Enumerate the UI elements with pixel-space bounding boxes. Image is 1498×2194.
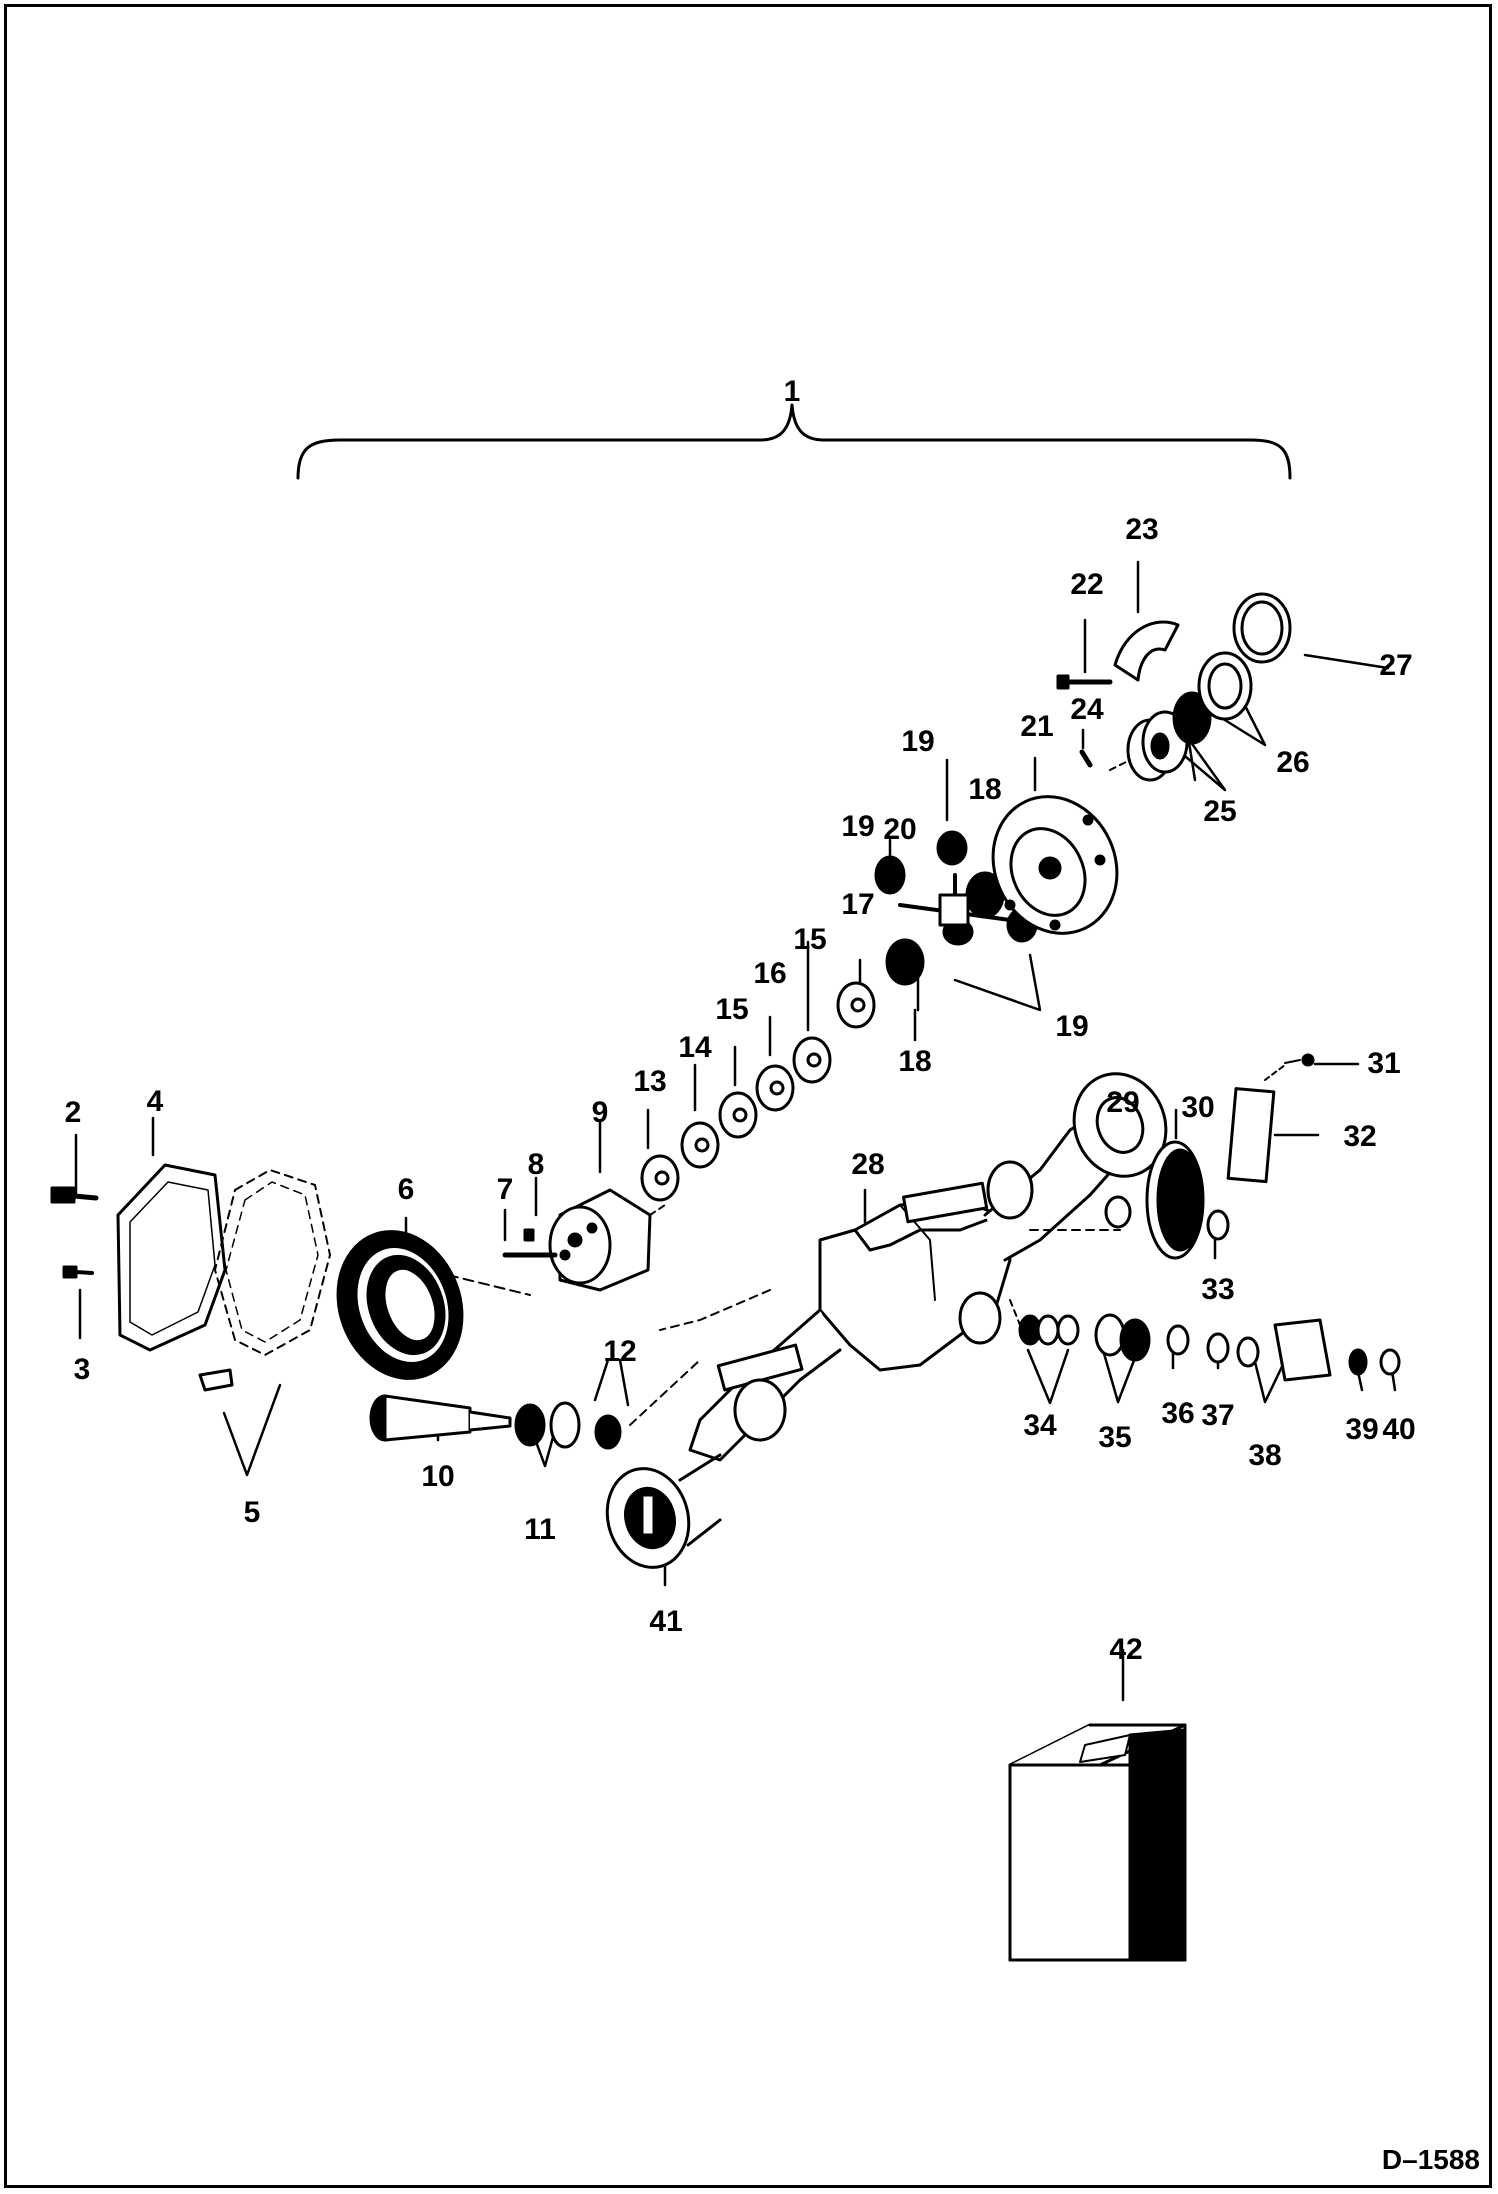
callout-3: 3 [73,1353,91,1386]
callout-36: 36 [1161,1397,1195,1430]
spider-gear-set [874,830,1038,986]
callout-40: 40 [1382,1413,1416,1446]
callout-18b: 18 [968,773,1002,806]
callout-16: 16 [753,957,787,990]
drawing-number: D–1588 [1381,2144,1480,2175]
output-gear-train [1009,1064,1401,1382]
callout-14: 14 [678,1031,712,1064]
callout-1: 1 [783,375,801,408]
callout-29: 29 [1106,1086,1140,1119]
callout-15b: 15 [793,923,827,956]
callout-18a: 18 [898,1045,932,1078]
callout-28: 28 [851,1148,885,1181]
ring-gear-shape [336,1230,531,1380]
callout-38: 38 [1248,1439,1282,1472]
callout-8: 8 [527,1148,545,1181]
callout-21: 21 [1020,710,1054,743]
callout-7: 7 [496,1173,514,1206]
callout-37: 37 [1201,1399,1235,1432]
drawing-border [4,4,1492,2188]
bearing-cap-shape [1056,620,1180,768]
case-half-shape [991,795,1119,935]
callout-30: 30 [1181,1091,1215,1124]
cover-plate-group [50,1163,331,1392]
callout-12: 12 [603,1335,637,1368]
callout-2: 2 [64,1096,82,1129]
axle-housing-shape [659,1072,1168,1462]
callout-33: 33 [1201,1273,1235,1306]
callout-27: 27 [1379,649,1413,682]
callout-31: 31 [1367,1047,1401,1080]
pinion-shape [369,1359,701,1450]
callout-26: 26 [1276,746,1310,779]
callout-4: 4 [146,1085,164,1118]
callout-41: 41 [649,1605,683,1638]
callout-32: 32 [1343,1120,1377,1153]
callout-6: 6 [397,1173,415,1206]
callout-22: 22 [1070,568,1104,601]
thrust-washers [640,981,876,1202]
differential-case-shape [502,1188,666,1292]
callout-17: 17 [841,888,875,921]
callout-13: 13 [633,1065,667,1098]
callout-15a: 15 [715,993,749,1026]
callout-5: 5 [243,1496,261,1529]
callout-39: 39 [1345,1413,1379,1446]
callout-34: 34 [1023,1409,1057,1442]
callout-19c: 19 [1055,1010,1089,1043]
callout-20: 20 [883,813,917,846]
bearing-shapes [1109,592,1292,782]
callout-19a: 19 [841,810,875,843]
callout-19b: 19 [901,725,935,758]
callout-23: 23 [1125,513,1159,546]
kit-box-shape [1008,1723,1187,1962]
callout-42: 42 [1109,1633,1143,1666]
wheel-flange-shape [605,1453,722,1569]
assembly-brace [296,403,1292,480]
callout-10: 10 [421,1460,455,1493]
callout-35: 35 [1098,1421,1132,1454]
callout-24: 24 [1070,693,1104,726]
callout-25: 25 [1203,795,1237,828]
callout-9: 9 [591,1096,609,1129]
callout-11: 11 [524,1513,556,1546]
